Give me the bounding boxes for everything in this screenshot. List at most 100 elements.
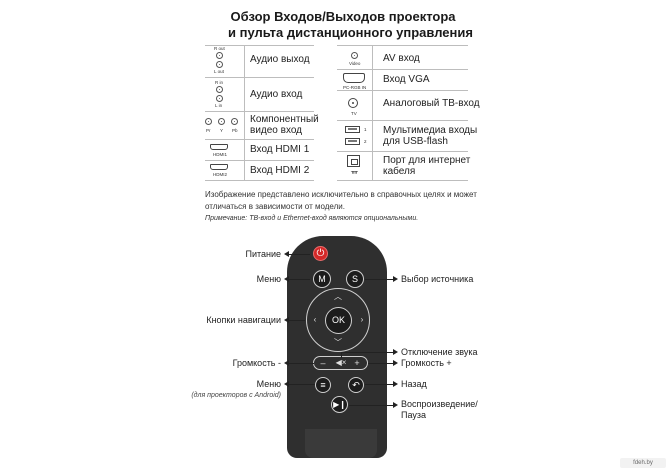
port-label-hdmi2: Вход HDMI 2 (250, 165, 310, 176)
callout-menu: Меню (256, 274, 281, 284)
port-label-tv: Аналоговый ТВ-вход (383, 98, 480, 109)
table-row-line (205, 77, 314, 78)
arrow-head (284, 381, 289, 387)
chevron-down-icon[interactable]: ﹀ (334, 338, 342, 347)
optional-remark: Примечание: ТВ-вход и Ethernet-вход явля… (205, 215, 419, 222)
source-button[interactable]: S (346, 270, 364, 288)
usb-port-icon (345, 126, 360, 133)
callout-line (365, 384, 393, 385)
port-label-av-in: AV вход (383, 53, 420, 64)
port-sublabel: Pr (206, 128, 211, 133)
port-label-usb-1: Мультимедиа входы (383, 125, 478, 136)
callout-line (288, 320, 305, 321)
chevron-up-icon[interactable]: ︿ (334, 292, 342, 301)
table-row-line (205, 180, 314, 181)
volume-plus-button[interactable]: + (354, 358, 360, 368)
rca-jack-icon (231, 118, 238, 125)
table-row-line (205, 111, 314, 112)
coax-port-icon (348, 98, 358, 108)
port-sublabel: Y (220, 128, 224, 133)
port-sublabel: R out (214, 46, 225, 51)
callout-line (288, 254, 310, 255)
table-row-line (337, 69, 468, 70)
callout-volume-plus: Громкость + (401, 358, 452, 368)
play-pause-icon: ▶❙ (333, 400, 346, 409)
network-icon: ᚄ (351, 169, 358, 175)
table-divider-left (244, 45, 245, 180)
rca-jack-icon (218, 118, 225, 125)
callout-line (288, 363, 314, 364)
port-sublabel: HDMI2 (213, 172, 228, 177)
chevron-left-icon[interactable]: ‹ (313, 315, 317, 324)
navigation-ring[interactable] (306, 288, 370, 352)
callout-source: Выбор источника (401, 274, 474, 284)
arrow-head (284, 360, 289, 366)
title-line-2: и пульта дистанционного управления (228, 25, 473, 40)
ok-button[interactable]: OK (325, 307, 352, 334)
vga-port-icon (343, 73, 365, 83)
table-row-line (337, 120, 468, 121)
callout-line (349, 405, 393, 406)
arrow-head (393, 402, 398, 408)
power-button[interactable]: ⏻ (313, 246, 328, 261)
callout-line (368, 363, 393, 364)
port-label-component-2: видео вход (250, 125, 303, 136)
usb-port-icon (345, 138, 360, 145)
volume-minus-button[interactable]: – (320, 358, 326, 368)
mute-icon[interactable]: ◀× (335, 358, 347, 367)
callout-playback-1: Воспроизведение/ (401, 399, 478, 409)
play-pause-button[interactable]: ▶❙ (331, 396, 348, 413)
port-sublabel: Pb (232, 128, 238, 133)
port-label-vga: Вход VGA (383, 74, 430, 85)
port-label-component-1: Компонентный (250, 114, 319, 125)
rca-jack-icon (351, 52, 358, 59)
port-sublabel: TV (351, 111, 357, 116)
chevron-right-icon[interactable]: › (360, 315, 364, 324)
table-row-line (205, 139, 314, 140)
port-sublabel: L in (215, 103, 223, 108)
rca-jack-icon (216, 61, 223, 68)
arrow-head (284, 251, 289, 257)
power-icon: ⏻ (316, 248, 325, 259)
port-sublabel: 2 (364, 139, 367, 144)
port-sublabel: R in (215, 80, 224, 85)
callout-playback-2: Пауза (401, 410, 427, 420)
port-label-audio-out: Аудио выход (250, 54, 310, 65)
title-line-1: Обзор Входов/Выходов проектора (230, 9, 456, 24)
arrow-head (284, 317, 289, 323)
menu-button[interactable]: M (313, 270, 331, 288)
home-menu-button[interactable]: ≡ (315, 377, 331, 393)
callout-line (341, 352, 342, 358)
callout-line (288, 384, 315, 385)
page-title: Обзор Входов/Выходов проектора и пульта … (228, 9, 473, 41)
port-sublabel: 1 (364, 127, 367, 132)
port-label-ethernet-2: кабеля (383, 166, 416, 177)
arrow-head (393, 349, 398, 355)
arrow-head (393, 381, 398, 387)
table-row-line (337, 180, 468, 181)
arrow-head (393, 276, 398, 282)
port-label-hdmi1: Вход HDMI 1 (250, 144, 310, 155)
callout-back: Назад (401, 379, 427, 389)
rca-jack-icon (216, 86, 223, 93)
callout-mute: Отключение звука (401, 347, 478, 357)
callout-power: Питание (245, 249, 281, 259)
remote-bottom-panel (305, 429, 377, 458)
table-row-line (337, 90, 468, 91)
callout-line (365, 279, 393, 280)
arrow-head (284, 276, 289, 282)
site-watermark: fdeh.by (620, 458, 666, 468)
port-label-usb-2: для USB-flash (383, 136, 448, 147)
table-row-line (337, 151, 468, 152)
port-label-ethernet-1: Порт для интернет (383, 155, 471, 166)
table-row-line (205, 160, 314, 161)
port-label-audio-in: Аудио вход (250, 89, 303, 100)
callout-menu-android: Меню (256, 379, 281, 389)
arrow-head (393, 360, 398, 366)
callout-menu-android-note: (для проекторов с Android) (191, 392, 281, 399)
hdmi-port-icon (210, 144, 228, 150)
disclaimer-line-1: Изображение представлено исключительно в… (205, 190, 477, 199)
rca-jack-icon (205, 118, 212, 125)
back-button[interactable]: ↶ (348, 377, 364, 393)
disclaimer-line-2: отличаться в зависимости от модели. (205, 202, 345, 211)
